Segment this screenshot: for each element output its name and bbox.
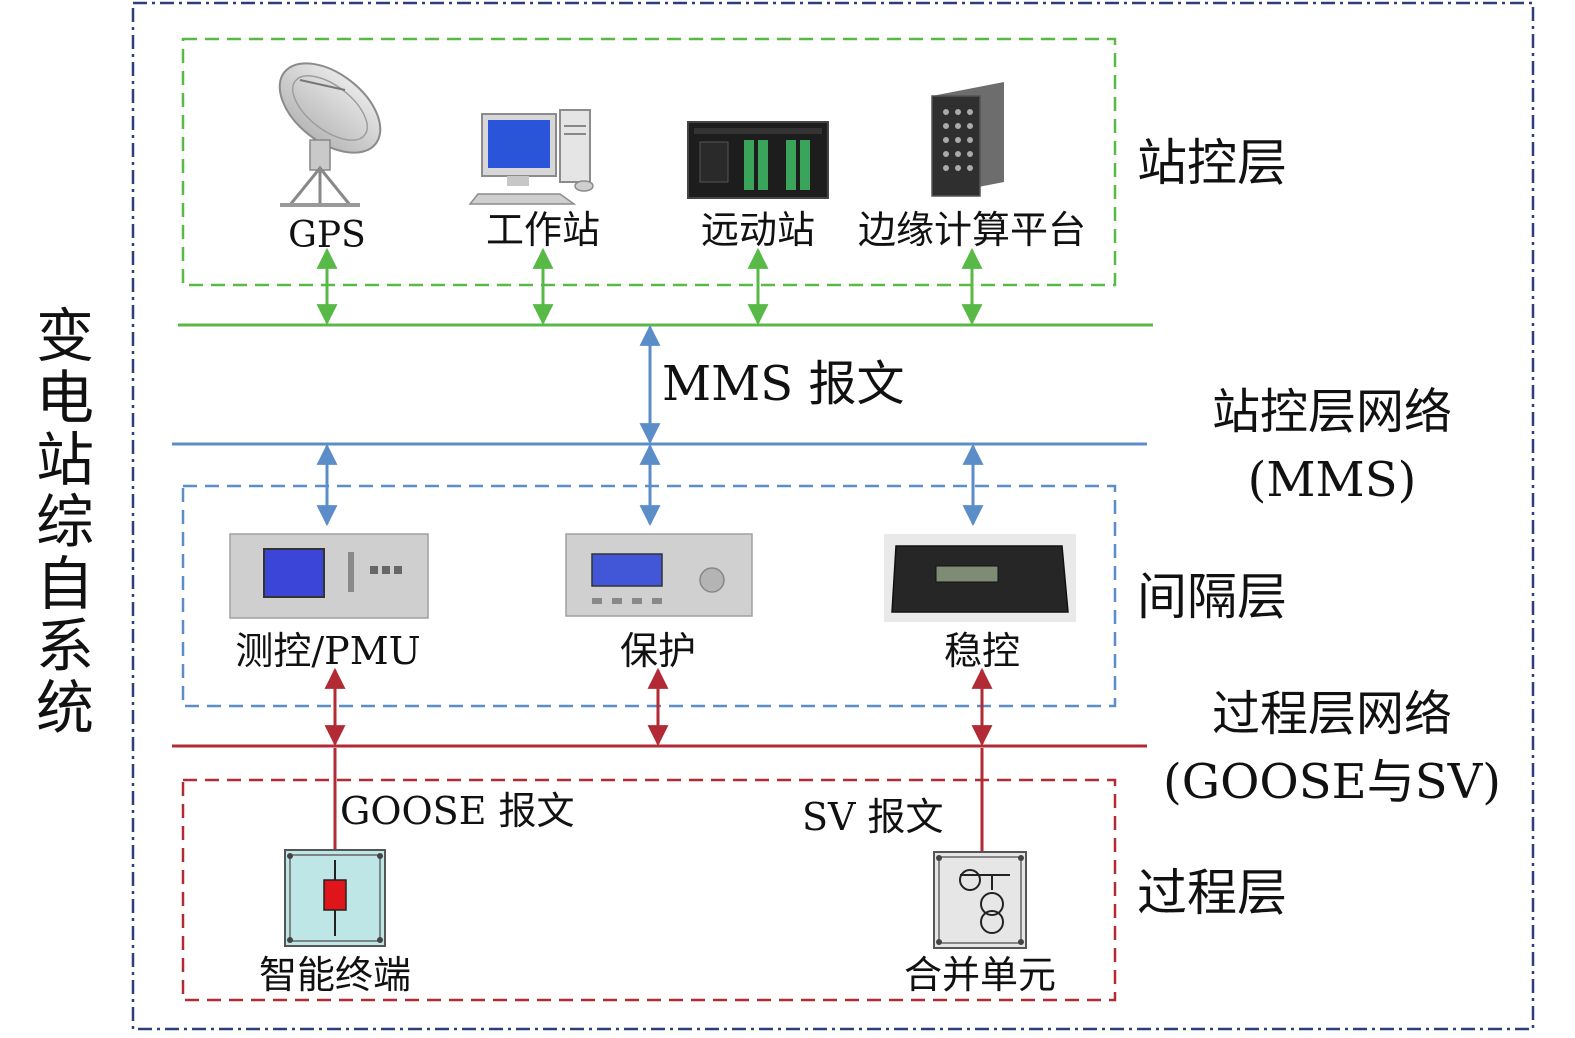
- svg-text:变电站综自系统: 变电站综自系统: [36, 302, 94, 742]
- intelligent-terminal-label: 智能终端: [259, 953, 411, 997]
- bay-layer-label: 间隔层: [1137, 568, 1287, 626]
- protection-label: 保护: [620, 629, 696, 673]
- measurement-control-panel-icon: [229, 533, 429, 619]
- system-title-char: 综: [36, 488, 94, 556]
- stability-control-device-icon: [884, 534, 1076, 622]
- system-border: [131, 1, 1535, 1031]
- system-title-char: 站: [36, 426, 94, 494]
- merging-unit-label: 合并单元: [904, 953, 1056, 997]
- station-network-label: 站控层网络: [1212, 384, 1452, 440]
- station-layer-box: [181, 37, 1117, 287]
- system-title-char: 变: [36, 302, 94, 370]
- station-layer-label: 站控层: [1137, 134, 1287, 192]
- goose-message-label: GOOSE 报文: [340, 789, 575, 833]
- measure-pmu-label: 测控/PMU: [235, 629, 420, 673]
- rtu-rack-device-icon: [687, 121, 829, 199]
- system-title-char: 自: [36, 550, 94, 618]
- process-network-protocol: (GOOSE与SV): [1163, 754, 1501, 810]
- workstation-label: 工作站: [486, 208, 600, 252]
- process-layer-box: [181, 778, 1117, 1002]
- protection-relay-icon: [565, 533, 753, 617]
- process-layer-label: 过程层: [1137, 864, 1287, 922]
- edge-platform-label: 边缘计算平台: [858, 208, 1086, 252]
- telecontrol-label: 远动站: [701, 208, 815, 252]
- station-network-protocol: (MMS): [1248, 452, 1417, 508]
- stability-label: 稳控: [944, 629, 1020, 673]
- gps-label: GPS: [288, 215, 366, 256]
- system-title: 变电站综自系统: [36, 302, 94, 742]
- merging-unit-icon: [933, 851, 1027, 949]
- system-title-char: 统: [36, 674, 94, 742]
- system-title-char: 系: [36, 612, 94, 680]
- sv-message-label: SV 报文: [802, 795, 944, 839]
- satellite-dish-icon: [278, 62, 382, 207]
- process-network-label: 过程层网络: [1212, 686, 1452, 742]
- intelligent-terminal-icon: [284, 849, 386, 947]
- edge-computing-cabinet-icon: [931, 82, 1004, 197]
- mms-message-label: MMS 报文: [662, 356, 904, 412]
- workstation-computer-icon: [468, 109, 594, 205]
- system-title-char: 电: [36, 364, 94, 432]
